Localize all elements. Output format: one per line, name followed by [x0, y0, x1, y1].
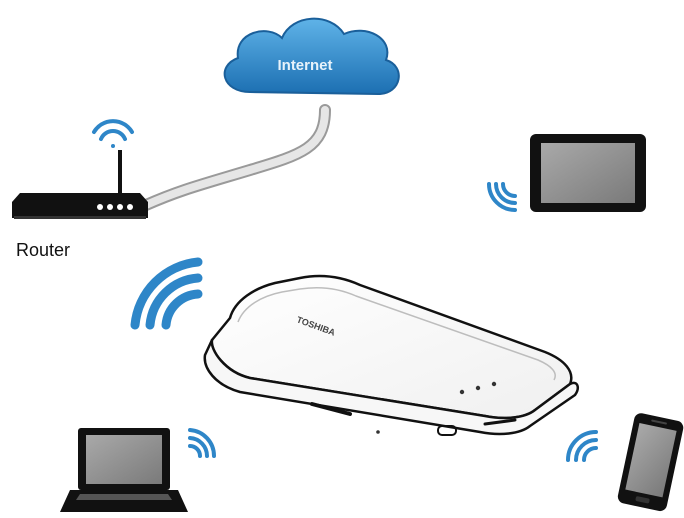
wifi-signal-icon: [92, 119, 134, 148]
portable-wireless-storage-device-icon: TOSHIBA: [203, 274, 579, 436]
wireless-storage-hub: TOSHIBA: [203, 274, 579, 436]
wifi-signal-icon: [566, 430, 598, 462]
laptop-icon: [60, 428, 188, 512]
ethernet-cable: [140, 104, 331, 211]
tablet-icon: [530, 134, 646, 212]
router-icon: [12, 150, 148, 219]
smartphone-icon: [617, 413, 684, 512]
laptop: [60, 428, 217, 512]
wifi-signal-icon: [188, 428, 217, 458]
router-label: Router: [16, 240, 71, 260]
internet-cloud: Internet: [223, 17, 400, 96]
internet-label: Internet: [277, 57, 332, 74]
cloud-icon: [223, 17, 400, 96]
smartphone: [566, 413, 684, 512]
router: [12, 119, 148, 219]
tablet: [487, 134, 646, 212]
wifi-signal-icon: [487, 182, 517, 212]
wifi-signal-icon: [130, 257, 203, 330]
